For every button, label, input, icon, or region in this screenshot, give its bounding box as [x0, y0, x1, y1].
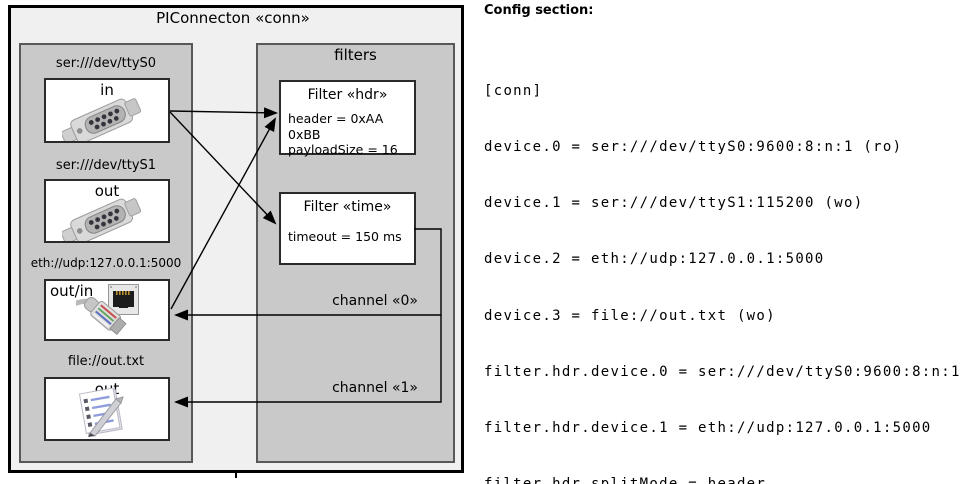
config-line: filter.hdr.device.1 = eth://udp:127.0.0.…: [484, 420, 932, 436]
config-lines: [conn] device.0 = ser:///dev/ttyS0:9600:…: [484, 44, 964, 484]
device-box-ttys0: in: [44, 78, 170, 143]
device-label-ttys1: ser:///dev/ttyS1: [55, 158, 157, 173]
frame-bottom-tick: [235, 470, 237, 478]
filter-box-time: Filter «time» timeout = 150 ms: [279, 192, 416, 265]
config-heading: Config section:: [484, 3, 594, 18]
config-line: device.3 = file://out.txt (wo): [484, 307, 776, 324]
filter-property: timeout = 150 ms: [288, 229, 402, 244]
config-line: filter.hdr.device.0 = ser:///dev/ttyS0:9…: [484, 363, 961, 380]
channel-1-label: channel «1»: [332, 380, 418, 396]
config-line: [conn]: [484, 82, 543, 99]
filter-property: header = 0xAA 0xBB: [288, 111, 384, 142]
filters-panel-label: filters: [334, 46, 377, 64]
ethernet-port-icon: [108, 284, 139, 315]
channel-0-label: channel «0»: [332, 293, 418, 309]
device-direction: out: [94, 182, 120, 200]
filter-title: Filter «time»: [303, 199, 392, 215]
notepad-icon: [78, 387, 124, 437]
filter-property: payloadSize = 16: [288, 142, 398, 157]
device-direction: out/in: [50, 282, 94, 300]
filter-title: Filter «hdr»: [307, 87, 388, 103]
config-line: filter.hdr.splitMode = header: [484, 475, 964, 484]
config-section: Config section: [conn] device.0 = ser://…: [484, 3, 964, 484]
filter-box-hdr: Filter «hdr» header = 0xAA 0xBB payloadS…: [279, 80, 416, 157]
device-label-eth: eth://udp:127.0.0.1:5000: [30, 256, 182, 270]
config-line: device.1 = ser:///dev/ttyS1:115200 (wo): [484, 195, 864, 211]
ethernet-plug-icon: [76, 297, 127, 336]
device-box-ttys1: out: [44, 179, 170, 243]
config-line: device.0 = ser:///dev/ttyS0:9600:8:n:1 (…: [484, 138, 903, 155]
device-label-file: file://out.txt: [67, 354, 145, 369]
device-label-ttys0: ser:///dev/ttyS0: [55, 56, 157, 71]
device-box-eth: out/in: [44, 279, 170, 341]
device-box-file: out: [44, 377, 170, 441]
config-line: device.2 = eth://udp:127.0.0.1:5000: [484, 251, 825, 268]
diagram-title: PIConnecton «conn»: [156, 9, 310, 27]
device-direction: in: [100, 81, 114, 99]
serial-connector-icon: [62, 198, 142, 241]
serial-connector-icon: [62, 98, 142, 141]
